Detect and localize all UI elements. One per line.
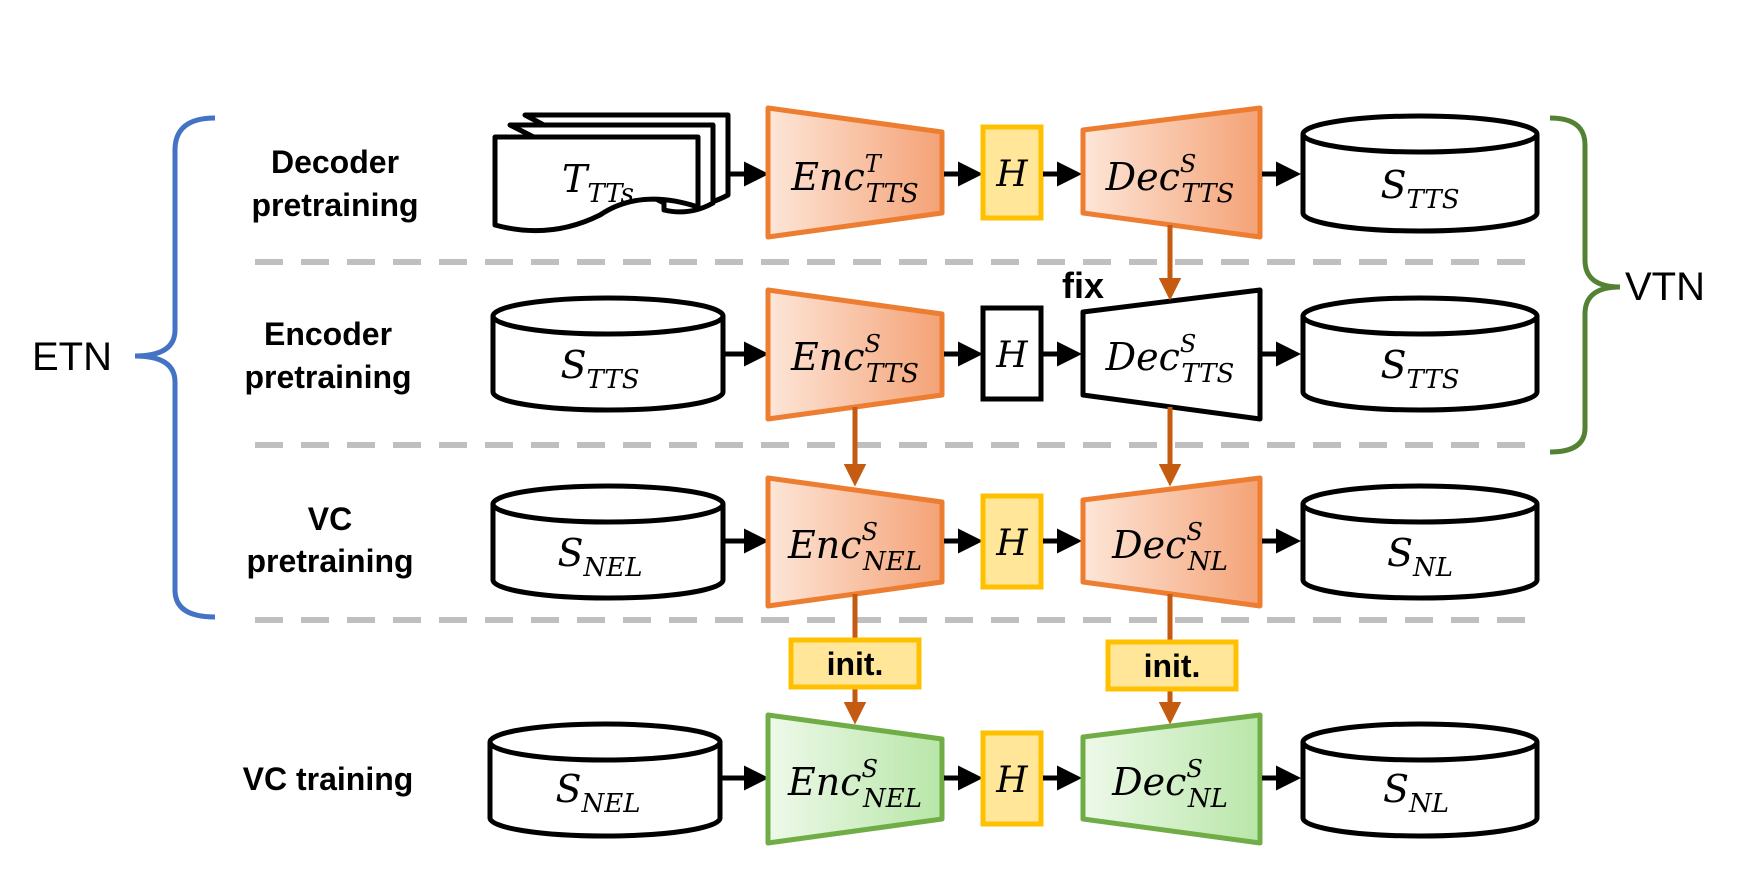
row-labels: Decoder pretraining Encoder pretraining …: [243, 144, 419, 797]
r1-output-database: [1300, 113, 1540, 234]
r4-output-math: SNL: [1383, 767, 1449, 819]
decoder-init-badge: init.: [1105, 639, 1239, 692]
r3-input-math: SNEL: [557, 531, 642, 583]
row-2-label-line1: Encoder: [264, 316, 392, 352]
encoder-init-label: init.: [827, 646, 884, 682]
r1-output-label: STTS: [1380, 163, 1459, 215]
row-3-label-line1: VC: [308, 501, 352, 537]
r4-decoder-block: [1080, 712, 1263, 846]
row-3-label-line2: pretraining: [246, 543, 413, 579]
r3-hidden-math: H: [995, 523, 1028, 564]
encoder-init-badge: init.: [788, 637, 922, 690]
r4-hidden-block: [980, 730, 1044, 827]
r3-output-math: SNL: [1387, 531, 1453, 583]
r3-output-database: [1300, 483, 1540, 601]
r3-hidden-block: [980, 493, 1044, 590]
r3-hidden-label: H: [995, 523, 1028, 564]
r4-encoder-block: [765, 712, 945, 846]
r3-encoder-block: [765, 475, 945, 609]
r1-encoder-block: [765, 105, 945, 240]
r2-output-math: STTS: [1380, 343, 1459, 395]
row-separators: [255, 259, 1530, 623]
r4-output-label: SNL: [1383, 767, 1449, 819]
r2-input-label: STTS: [560, 343, 639, 395]
r1-input-label: TTTs: [562, 157, 634, 209]
r1-input-math: TTTs: [562, 157, 634, 209]
row-1-label-line2: pretraining: [251, 187, 418, 223]
etn-brace: [134, 115, 216, 620]
r3-output-label: SNL: [1387, 531, 1453, 583]
vtn-brace: [1549, 115, 1621, 455]
r3-decoder-block: [1080, 475, 1263, 609]
r4-hidden-math: H: [995, 760, 1028, 801]
transfer-arrows: [843, 225, 1182, 725]
r4-input-math: SNEL: [555, 767, 640, 819]
r1-decoder-block: [1080, 105, 1263, 240]
r1-hidden-math: H: [995, 154, 1028, 195]
row-1-label-line1: Decoder: [271, 144, 399, 180]
r2-input-math: STTS: [560, 343, 639, 395]
r4-output-database: [1300, 721, 1540, 839]
r2-output-label: STTS: [1380, 343, 1459, 395]
r2-encoder-block: [765, 287, 945, 422]
r2-output-database: [1300, 295, 1540, 413]
r1-output-math: STTS: [1380, 163, 1459, 215]
document-stack-text-input: [492, 112, 731, 234]
etn-label: ETN: [32, 335, 112, 379]
r2-hidden-label: H: [995, 335, 1028, 376]
fix-label: fix: [1062, 265, 1104, 306]
r2-hidden-math: H: [995, 335, 1028, 376]
r4-input-label: SNEL: [555, 767, 640, 819]
r1-hidden-block: [980, 124, 1044, 221]
r4-input-database: [487, 721, 723, 839]
vtn-label: VTN: [1625, 265, 1705, 309]
r1-hidden-label: H: [995, 154, 1028, 195]
r4-hidden-label: H: [995, 760, 1028, 801]
r2-decoder-block-fixed: [1080, 287, 1263, 422]
r2-input-database: [490, 295, 726, 413]
r2-hidden-block: [980, 305, 1044, 402]
r3-input-label: SNEL: [557, 531, 642, 583]
decoder-init-label: init.: [1144, 648, 1201, 684]
row-4-label: VC training: [243, 761, 414, 797]
r3-input-database: [490, 483, 726, 601]
row-2-label-line2: pretraining: [244, 359, 411, 395]
